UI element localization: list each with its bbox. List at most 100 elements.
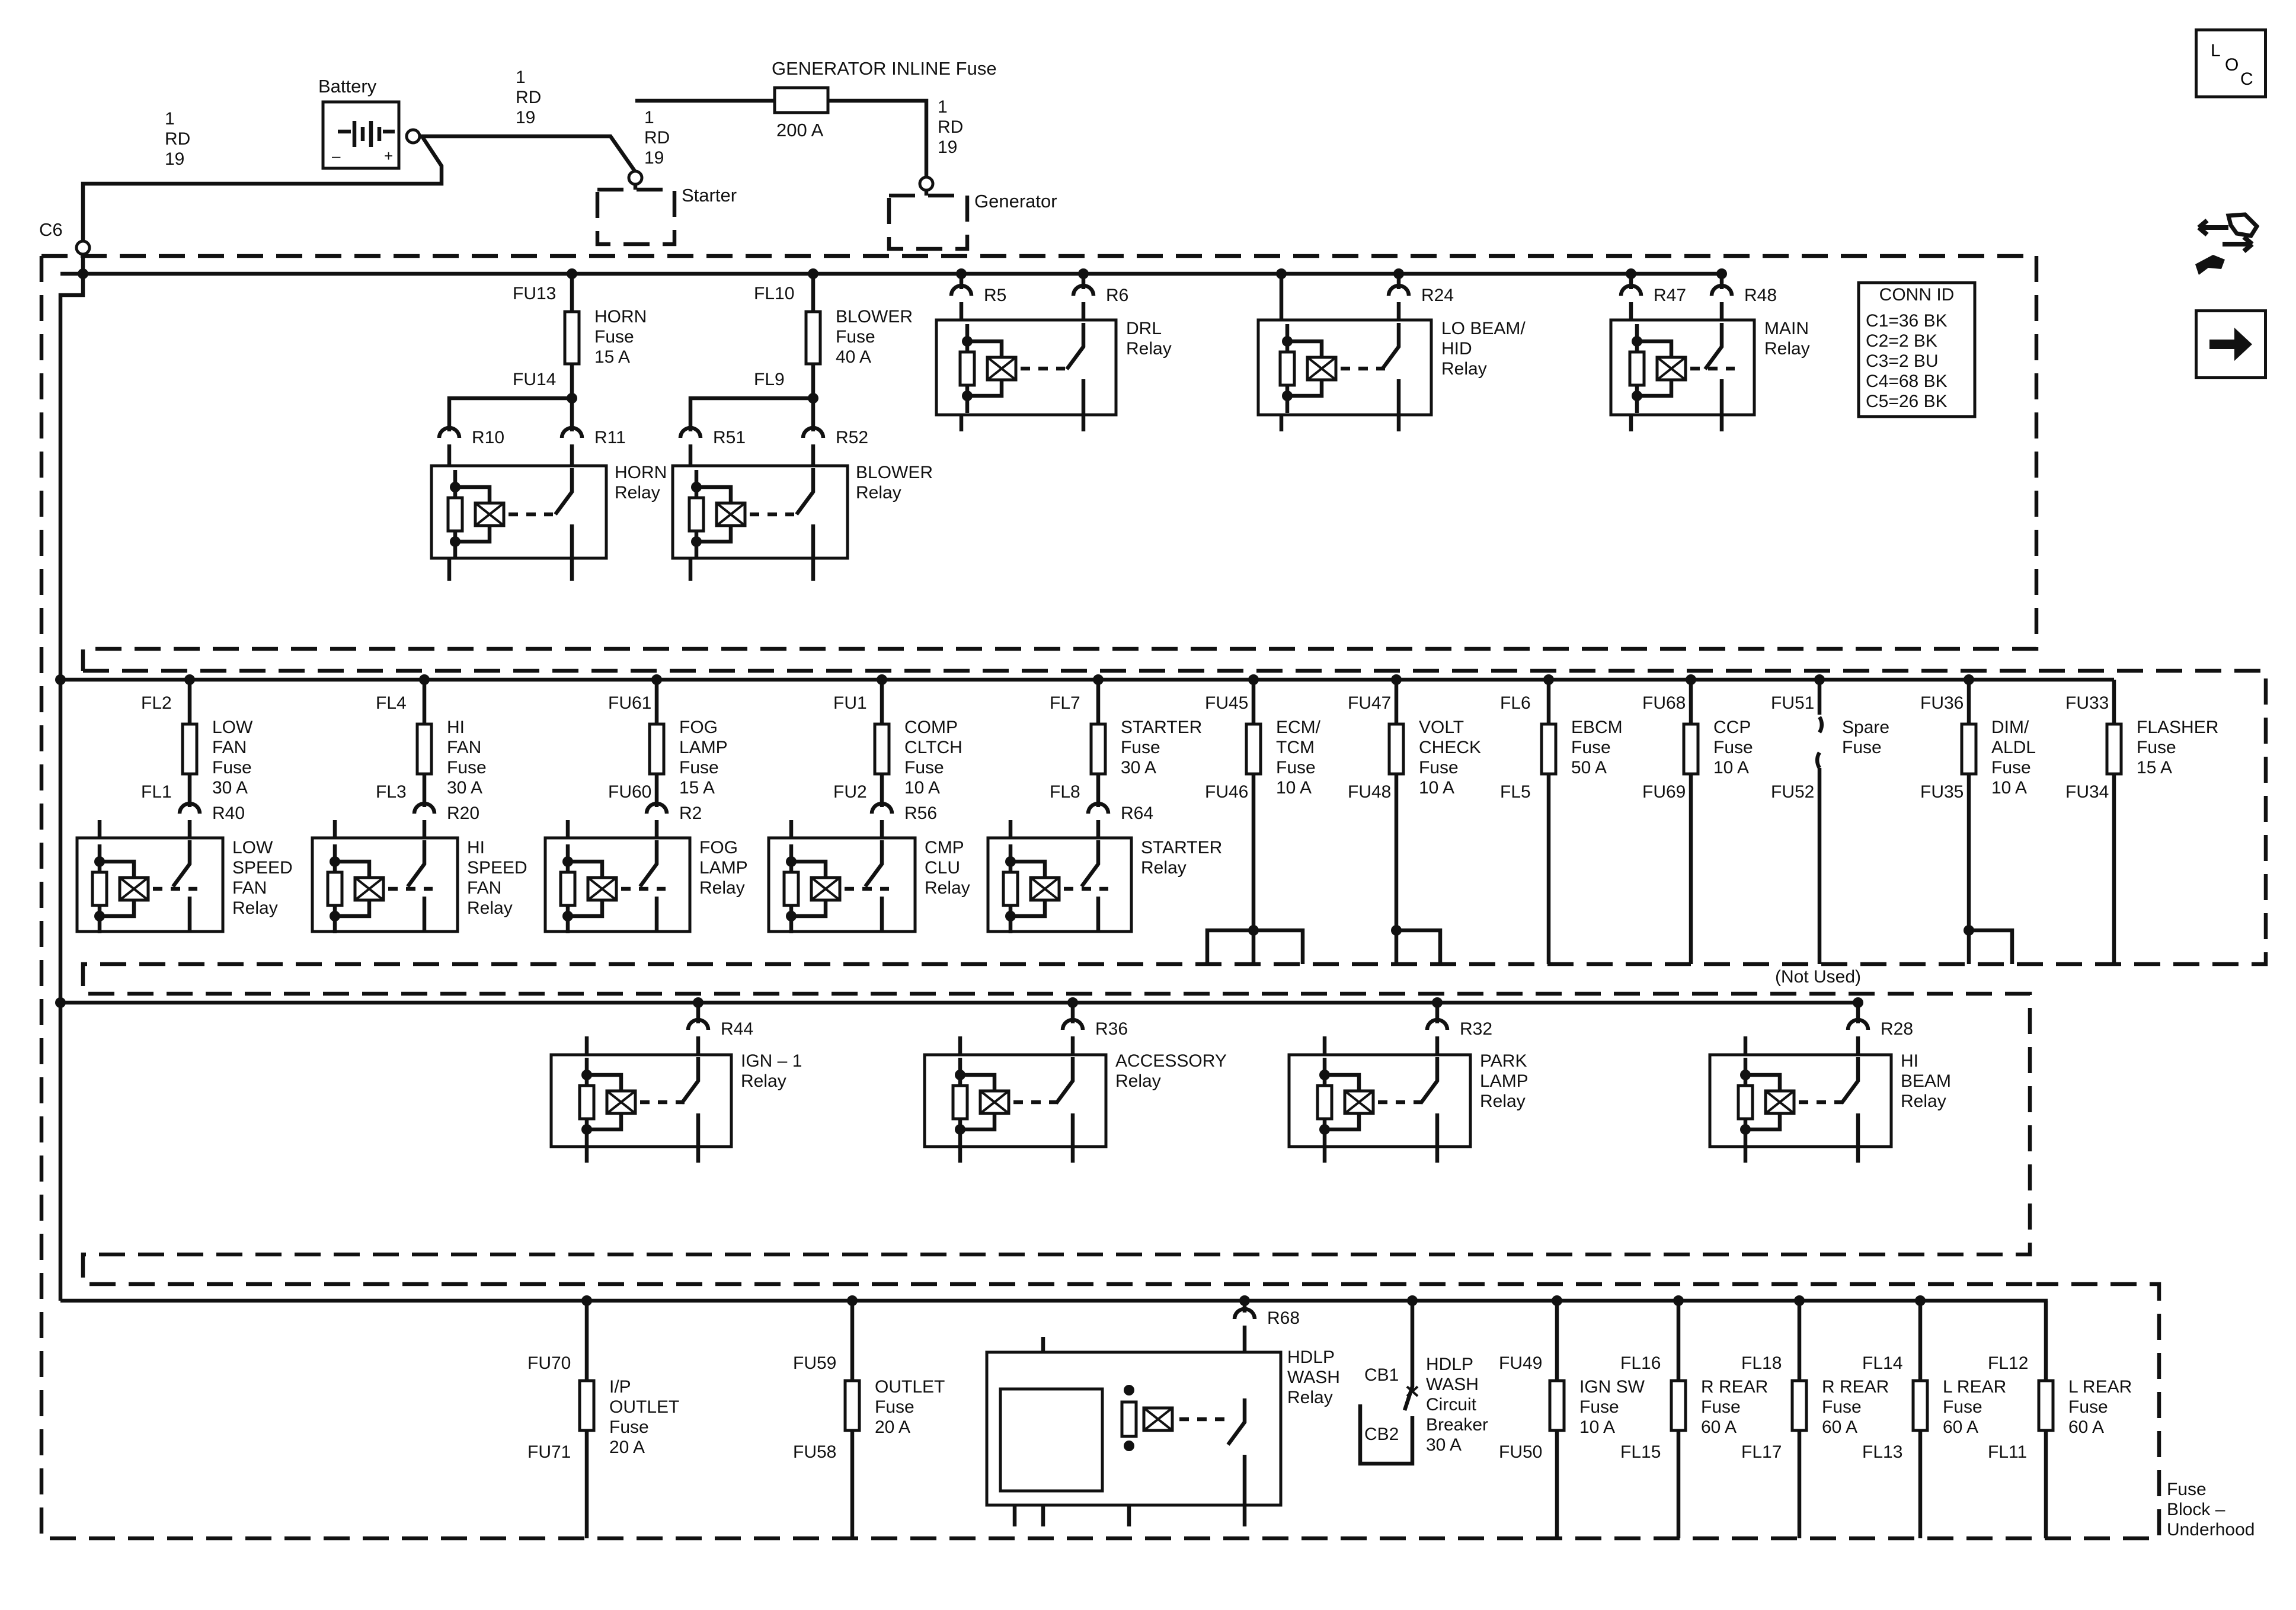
fuse-label: CCP (1713, 718, 1751, 737)
relay-coil-wiring (789, 844, 828, 933)
fuse-label: HORN (594, 307, 647, 327)
fuse-label: Fuse (1943, 1397, 1982, 1417)
wire-label: 1 (165, 109, 175, 129)
relay-label: ACCESSORY (1115, 1051, 1227, 1071)
connector-c6-label: C6 (39, 219, 63, 240)
relay-label: HDLP (1287, 1347, 1335, 1367)
relay-resistor (559, 870, 577, 907)
relay-label: SPEED (232, 858, 293, 878)
splice-dot (1794, 1295, 1805, 1306)
fuse-terminal-label: FU50 (1499, 1442, 1542, 1462)
fuse-terminal-label: FL15 (1620, 1442, 1661, 1462)
fuse-label: L REAR (2068, 1377, 2132, 1397)
splice-dot (651, 674, 662, 685)
splice-dot (1407, 1295, 1418, 1306)
relay-pin-label: R24 (1421, 286, 1454, 305)
relay-node (691, 536, 702, 547)
fuse-symbol (1245, 722, 1262, 776)
relay-coil-wiring (453, 470, 492, 559)
splice-dot (55, 997, 66, 1008)
relay-resistor (1737, 1084, 1754, 1121)
fuse-symbol (578, 1379, 596, 1432)
fuse-symbol (1670, 1379, 1687, 1432)
fuse-terminal-label: FU70 (527, 1353, 571, 1373)
next-page-button[interactable] (2195, 309, 2267, 379)
fuse-terminal-label: FL16 (1620, 1353, 1661, 1373)
terminal-symbol (1619, 283, 1643, 296)
fuse-label: Fuse (594, 327, 634, 347)
terminal-symbol (1709, 283, 1734, 296)
arrow-right-icon (2209, 328, 2252, 361)
fuse-terminal-label: FL1 (141, 782, 172, 802)
fuse-block-label: Underhood (2167, 1520, 2255, 1539)
relay-coil-wiring (694, 470, 733, 559)
splice-dot (1543, 674, 1554, 685)
relay-coil-cross (119, 876, 149, 901)
fuse-block-sections (81, 668, 2268, 1286)
relay-switch (171, 840, 192, 932)
fuse-symbol (1682, 722, 1700, 776)
fuse-terminal-label: FL3 (376, 782, 407, 802)
relay-label: Relay (1441, 359, 1487, 379)
relay-switch (1840, 1057, 1860, 1147)
terminal-symbol (559, 425, 584, 438)
fuse-symbol (2037, 1379, 2055, 1432)
relay-pin-label: R36 (1095, 1019, 1128, 1039)
relay-node (1632, 391, 1642, 401)
relay-label: SPEED (467, 858, 527, 878)
relay-coil-wiring (965, 324, 1004, 413)
relay-switch (638, 840, 659, 932)
fuse-terminal-label: FL11 (1988, 1442, 2027, 1462)
fuse-terminal-label: FU59 (793, 1353, 836, 1373)
generator-label: Generator (974, 191, 1057, 212)
fuse-label: COMP (904, 718, 958, 737)
relay-pin-label: R56 (904, 804, 937, 823)
hdlp-coil-cross (1143, 1407, 1173, 1432)
fuse-block-label: Fuse (2167, 1480, 2207, 1499)
relay-label: Relay (856, 483, 901, 502)
conn-id-title: CONN ID (1879, 285, 1955, 305)
relay-node (1282, 391, 1293, 401)
relay-coil-cross (810, 876, 841, 901)
relay-coil-cross (354, 876, 385, 901)
fuse-label: FAN (447, 738, 481, 757)
relay-label: HORN (615, 463, 667, 482)
terminal-symbol (686, 1017, 711, 1030)
relay-coil-cross (474, 502, 505, 527)
splice-dot (847, 1295, 858, 1306)
fuse-terminal-label: FL5 (1500, 782, 1531, 802)
relay-node (1282, 336, 1293, 347)
splice-dot (1078, 268, 1089, 279)
relay-node (786, 911, 797, 921)
battery-negative-wire (81, 135, 444, 246)
location-button[interactable]: L O C (2195, 28, 2267, 98)
relay-coil-cross (1306, 356, 1337, 381)
spare-fuse-socket (1815, 716, 1824, 769)
splice-dot (1393, 268, 1404, 279)
fuse-label: 10 A (904, 778, 940, 798)
relay-label: Relay (1480, 1092, 1526, 1111)
fuse-label: Fuse (1419, 758, 1459, 777)
conn-id-row: C4=68 BK (1866, 372, 1948, 391)
fuse-label: OUTLET (875, 1377, 945, 1397)
wire-label: 1 (644, 108, 654, 127)
relay-coil-wiring (1008, 844, 1047, 933)
splice-dot (567, 393, 577, 404)
fuse-terminal-label: FL2 (141, 693, 172, 713)
fuse-terminal-label: FU36 (1920, 693, 1964, 713)
fuse-label: 30 A (212, 778, 248, 798)
relay-coil-wiring (584, 1058, 623, 1147)
hdlp-module (999, 1387, 1104, 1493)
conn-id-row: C2=2 BK (1866, 331, 1937, 351)
splice-dot (1248, 925, 1259, 936)
relay-node (955, 1124, 965, 1135)
fuse-label: Fuse (836, 327, 875, 347)
connector-end-view-button[interactable] (2187, 210, 2264, 281)
fuse-symbol (873, 722, 891, 776)
splice-dot (1124, 1385, 1134, 1395)
relay-coil-wiring (1285, 324, 1324, 413)
fuse-label: 60 A (1822, 1417, 1857, 1437)
relay-label: LAMP (699, 858, 748, 878)
relay-switch (406, 840, 427, 932)
